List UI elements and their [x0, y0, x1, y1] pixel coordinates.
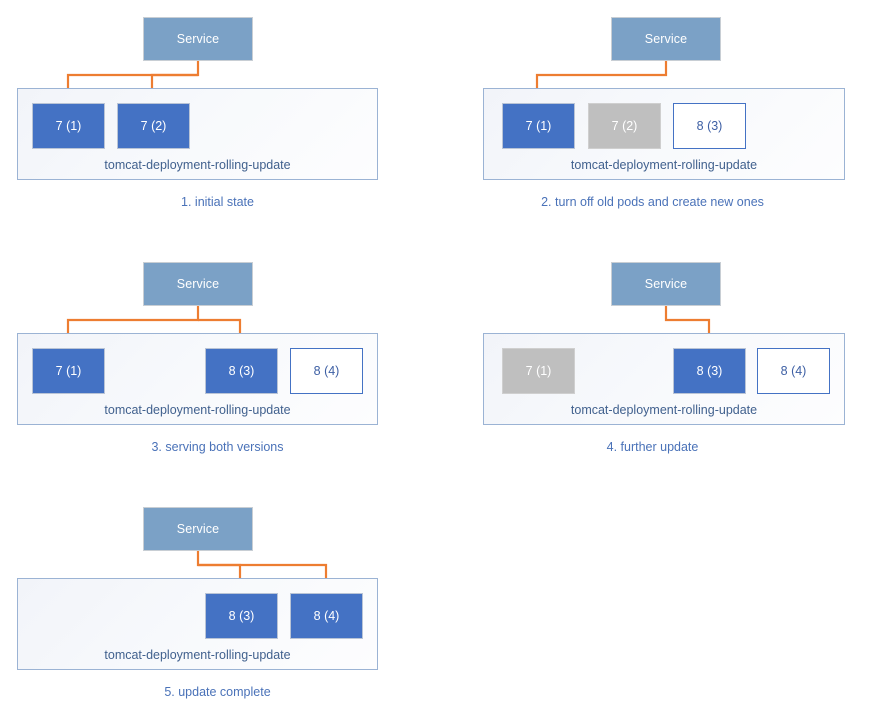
pod-label: 7 (1)	[55, 363, 82, 378]
connector-path-right	[664, 306, 711, 341]
deployment-name-label: tomcat-deployment-rolling-update	[104, 157, 291, 172]
connector-path-left	[66, 61, 200, 96]
pod-label: 8 (4)	[313, 608, 340, 623]
deployment-name-label: tomcat-deployment-rolling-update	[104, 402, 291, 417]
deployment-name-label: tomcat-deployment-rolling-update	[570, 402, 758, 417]
pod-8-3[interactable]: 8 (3)	[205, 593, 278, 639]
panel-caption: 5. update complete	[164, 685, 271, 699]
pod-label: 8 (3)	[228, 608, 255, 623]
service-box[interactable]: Service	[611, 17, 721, 61]
panel-caption: 2. turn off old pods and create new ones	[541, 195, 764, 209]
service-label: Service	[176, 276, 220, 291]
service-label: Service	[644, 31, 688, 46]
pod-8-4[interactable]: 8 (4)	[757, 348, 830, 394]
pod-7-1[interactable]: 7 (1)	[32, 348, 105, 394]
deployment-name-label: tomcat-deployment-rolling-update	[104, 647, 291, 662]
pod-label: 8 (3)	[228, 363, 255, 378]
panel-further-update: Service tomcat-deployment-rolling-update…	[435, 245, 870, 480]
panel-caption: 1. initial state	[181, 195, 254, 209]
panel-caption: 3. serving both versions	[151, 440, 284, 454]
pod-label: 8 (4)	[313, 363, 340, 378]
pod-label: 7 (2)	[140, 118, 167, 133]
pod-7-2[interactable]: 7 (2)	[588, 103, 661, 149]
pod-label: 8 (3)	[696, 363, 723, 378]
pod-7-2[interactable]: 7 (2)	[117, 103, 190, 149]
panel-update-complete: Service tomcat-deployment-rolling-update…	[0, 490, 435, 725]
pod-8-3[interactable]: 8 (3)	[205, 348, 278, 394]
panel-serving-both-versions: Service tomcat-deployment-rolling-update…	[0, 245, 435, 480]
service-box[interactable]: Service	[143, 507, 253, 551]
pod-label: 8 (4)	[780, 363, 807, 378]
pod-label: 7 (1)	[55, 118, 82, 133]
panel-initial-state: Service tomcat-deployment-rolling-update…	[0, 0, 435, 235]
pod-8-4[interactable]: 8 (4)	[290, 348, 363, 394]
service-label: Service	[176, 31, 220, 46]
service-label: Service	[176, 521, 220, 536]
service-box[interactable]: Service	[143, 17, 253, 61]
connector-path-left	[66, 306, 200, 341]
pod-label: 7 (2)	[611, 118, 638, 133]
service-box[interactable]: Service	[611, 262, 721, 306]
pod-7-1[interactable]: 7 (1)	[32, 103, 105, 149]
pod-label: 7 (1)	[525, 118, 552, 133]
connector-path-left	[535, 61, 668, 96]
panel-turn-off-old-pods: Service tomcat-deployment-rolling-update…	[435, 0, 870, 235]
service-label: Service	[644, 276, 688, 291]
service-box[interactable]: Service	[143, 262, 253, 306]
pod-label: 7 (1)	[525, 363, 552, 378]
pod-7-1[interactable]: 7 (1)	[502, 103, 575, 149]
pod-8-3[interactable]: 8 (3)	[673, 348, 746, 394]
pod-8-3[interactable]: 8 (3)	[673, 103, 746, 149]
deployment-name-label: tomcat-deployment-rolling-update	[570, 157, 758, 172]
panel-caption: 4. further update	[606, 440, 699, 454]
pod-8-4[interactable]: 8 (4)	[290, 593, 363, 639]
pod-label: 8 (3)	[696, 118, 723, 133]
pod-7-1[interactable]: 7 (1)	[502, 348, 575, 394]
